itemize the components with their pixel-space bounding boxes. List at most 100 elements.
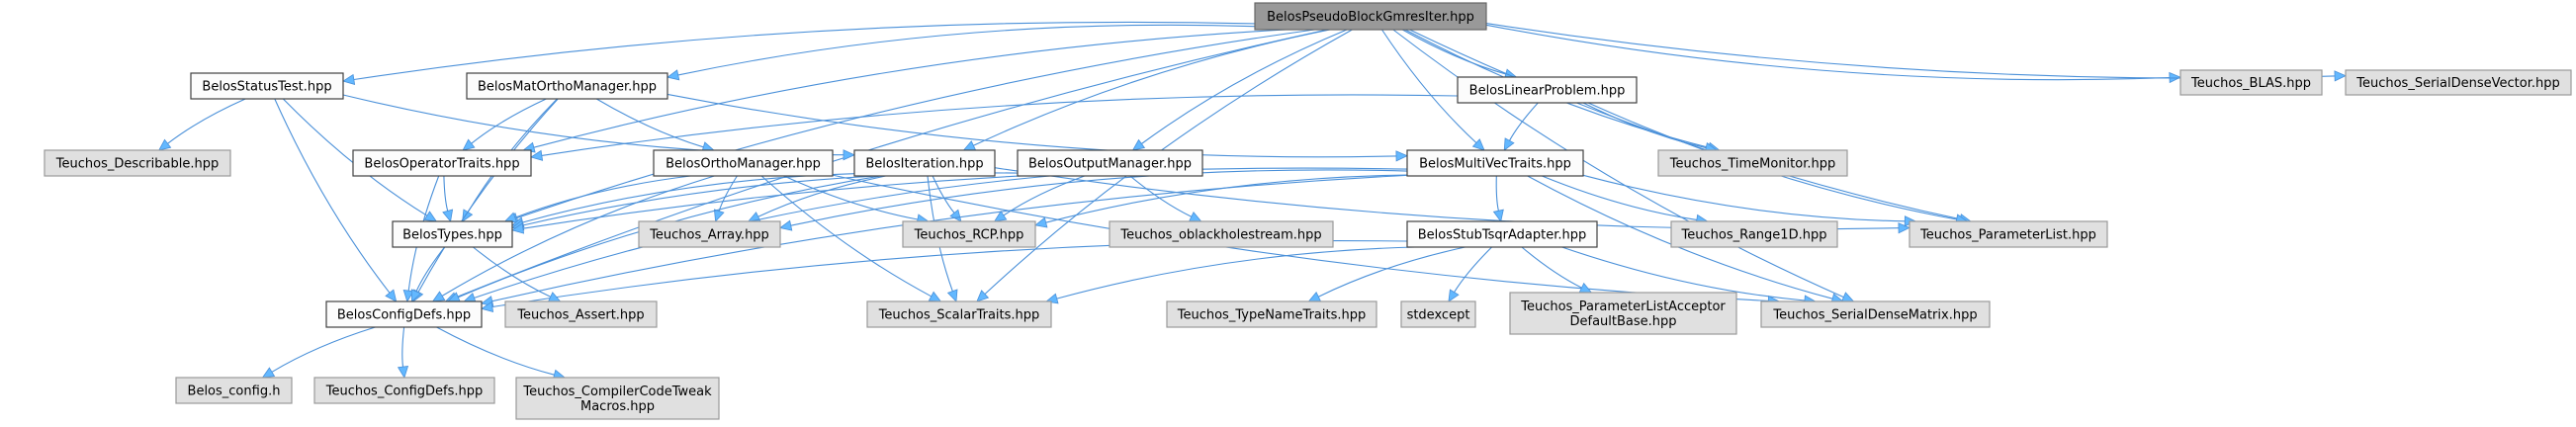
node-box[interactable] xyxy=(504,300,658,328)
node-teuchosconfigdefs[interactable]: Teuchos_ConfigDefs.hpp xyxy=(313,377,495,404)
node-box[interactable] xyxy=(638,220,781,248)
node-multivectraits[interactable]: BelosMultiVecTraits.hpp xyxy=(1406,149,1584,177)
edge-line xyxy=(790,169,1408,226)
node-box[interactable] xyxy=(902,220,1036,248)
node-box[interactable] xyxy=(313,377,495,404)
node-stdexcept[interactable]: stdexcept xyxy=(1400,300,1476,328)
node-box[interactable] xyxy=(1400,300,1476,328)
edge-orthomanager-to-configdefs xyxy=(431,175,715,302)
node-statustest[interactable]: BelosStatusTest.hpp xyxy=(190,72,344,100)
node-label: Teuchos_Describable.hpp xyxy=(55,157,219,172)
node-belosconfig[interactable]: Belos_config.h xyxy=(175,377,293,404)
edge-line xyxy=(666,93,1397,158)
node-label: Teuchos_Assert.hpp xyxy=(516,308,644,323)
node-rcp[interactable]: Teuchos_RCP.hpp xyxy=(902,220,1036,248)
edge-line xyxy=(167,98,246,144)
edge-line xyxy=(757,175,886,217)
node-box[interactable] xyxy=(1166,300,1377,328)
node-box[interactable] xyxy=(1406,149,1584,177)
node-sdmatrix[interactable]: Teuchos_SerialDenseMatrix.hpp xyxy=(1760,300,1991,328)
node-box[interactable] xyxy=(1109,220,1334,248)
node-label: BelosIteration.hpp xyxy=(865,157,983,172)
node-stubtsqr[interactable]: BelosStubTsqrAdapter.hpp xyxy=(1406,220,1598,248)
node-label: BelosOperatorTraits.hpp xyxy=(364,157,519,172)
node-box[interactable] xyxy=(392,220,513,248)
node-box[interactable] xyxy=(190,72,344,100)
edge-matortho-to-multivectraits xyxy=(666,93,1408,162)
node-label: Teuchos_ParameterListAcceptor xyxy=(1520,299,1726,314)
node-box[interactable] xyxy=(466,72,668,100)
edge-line xyxy=(783,175,919,220)
node-configdefs[interactable]: BelosConfigDefs.hpp xyxy=(325,300,483,328)
arrowhead-icon xyxy=(1492,209,1504,222)
node-iteration[interactable]: BelosIteration.hpp xyxy=(853,149,996,177)
node-range1d[interactable]: Teuchos_Range1D.hpp xyxy=(1670,220,1838,248)
node-box[interactable] xyxy=(853,149,996,177)
edge-line xyxy=(353,21,1256,81)
node-box[interactable] xyxy=(44,149,231,177)
node-box[interactable] xyxy=(352,149,532,177)
edge-orthomanager-to-array xyxy=(713,175,738,222)
node-box[interactable] xyxy=(2179,69,2323,96)
arrowhead-icon xyxy=(928,291,942,302)
node-box[interactable] xyxy=(1406,220,1598,248)
node-outputmanager[interactable]: BelosOutputManager.hpp xyxy=(1017,149,1203,177)
node-timemonitor[interactable]: Teuchos_TimeMonitor.hpp xyxy=(1657,149,1848,177)
edge-line xyxy=(1381,29,1477,143)
edge-linearproblem-to-multivectraits xyxy=(1503,102,1539,151)
node-label: Teuchos_RCP.hpp xyxy=(914,228,1024,243)
edge-line xyxy=(1409,29,1961,220)
node-label: Teuchos_SerialDenseVector.hpp xyxy=(2355,76,2560,91)
edge-line xyxy=(342,94,844,156)
node-label: Macros.hpp xyxy=(580,399,655,414)
node-box[interactable] xyxy=(515,377,720,420)
arrowhead-icon xyxy=(946,289,958,302)
edge-line xyxy=(932,175,955,214)
arrowhead-icon xyxy=(1898,222,1910,234)
node-box[interactable] xyxy=(1457,76,1638,104)
node-box[interactable] xyxy=(1017,149,1203,177)
node-root[interactable]: BelosPseudoBlockGmresIter.hpp xyxy=(1254,2,1487,31)
node-types[interactable]: BelosTypes.hpp xyxy=(392,220,513,248)
edge-line xyxy=(1509,102,1539,141)
node-box[interactable] xyxy=(175,377,293,404)
node-linearproblem[interactable]: BelosLinearProblem.hpp xyxy=(1457,76,1638,104)
node-orthomanager[interactable]: BelosOrthoManager.hpp xyxy=(653,149,834,177)
edge-line xyxy=(516,29,1315,219)
arrowhead-icon xyxy=(949,209,962,222)
node-blas[interactable]: Teuchos_BLAS.hpp xyxy=(2179,69,2323,96)
edge-configdefs-to-belosconfig xyxy=(261,326,376,379)
node-scalartraits[interactable]: Teuchos_ScalarTraits.hpp xyxy=(866,300,1052,328)
node-box[interactable] xyxy=(1657,149,1848,177)
node-sdvector[interactable]: Teuchos_SerialDenseVector.hpp xyxy=(2345,69,2572,96)
node-placceptor[interactable]: Teuchos_ParameterListAcceptorDefaultBase… xyxy=(1509,292,1737,335)
edge-line xyxy=(455,29,1328,299)
edge-line xyxy=(473,246,551,298)
node-label: Teuchos_TypeNameTraits.hpp xyxy=(1177,308,1367,323)
node-typenametraits[interactable]: Teuchos_TypeNameTraits.hpp xyxy=(1166,300,1377,328)
node-operatortraits[interactable]: BelosOperatorTraits.hpp xyxy=(352,149,532,177)
node-parameterlist[interactable]: Teuchos_ParameterList.hpp xyxy=(1909,220,2108,248)
node-label: BelosMatOrthoManager.hpp xyxy=(478,80,657,95)
node-box[interactable] xyxy=(325,300,483,328)
node-matortho[interactable]: BelosMatOrthoManager.hpp xyxy=(466,72,668,100)
node-box[interactable] xyxy=(653,149,834,177)
edge-multivectraits-to-parameterlist xyxy=(1582,174,1917,227)
node-oblackhole[interactable]: Teuchos_oblackholestream.hpp xyxy=(1109,220,1334,248)
node-describable[interactable]: Teuchos_Describable.hpp xyxy=(44,149,231,177)
node-box[interactable] xyxy=(1670,220,1838,248)
node-box[interactable] xyxy=(1254,2,1487,31)
node-box[interactable] xyxy=(866,300,1052,328)
node-box[interactable] xyxy=(1909,220,2108,248)
node-box[interactable] xyxy=(1509,292,1737,335)
edge-multivectraits-to-stubtsqr xyxy=(1492,175,1504,222)
node-array[interactable]: Teuchos_Array.hpp xyxy=(638,220,781,248)
node-box[interactable] xyxy=(2345,69,2572,96)
edge-statustest-to-configdefs xyxy=(274,98,398,302)
node-box[interactable] xyxy=(1760,300,1991,328)
edge-line xyxy=(1129,175,1193,217)
node-assert[interactable]: Teuchos_Assert.hpp xyxy=(504,300,658,328)
node-label: BelosPseudoBlockGmresIter.hpp xyxy=(1267,10,1474,25)
node-label: Teuchos_Array.hpp xyxy=(649,228,769,243)
